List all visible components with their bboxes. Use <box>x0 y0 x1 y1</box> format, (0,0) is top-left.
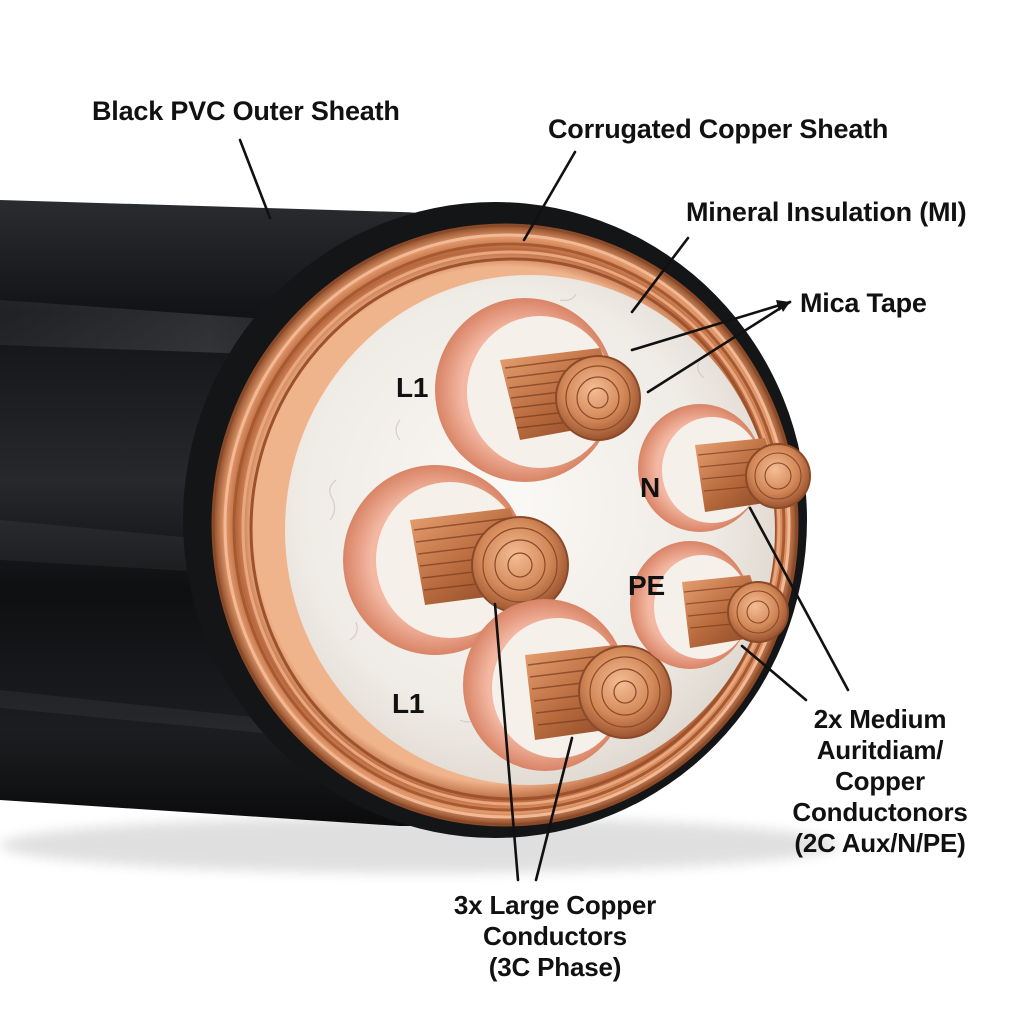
label-medium-line-4: Conductonors <box>792 797 968 827</box>
leader-outer-sheath <box>238 138 272 220</box>
label-large-line-2: Conductors <box>483 921 627 951</box>
core-mark-neutral: N <box>640 472 661 503</box>
leader-copper-sheath <box>522 150 577 242</box>
label-outer-sheath: Black PVC Outer Sheath <box>92 96 400 126</box>
label-large-line-3: (3C Phase) <box>488 952 622 982</box>
medium-conductor-earth <box>630 541 789 669</box>
leader-mica-2 <box>646 300 792 394</box>
large-conductor-lower <box>463 599 672 771</box>
medium-conductor-neutral <box>638 404 811 532</box>
label-medium-line-1: 2x Medium <box>813 704 947 734</box>
large-conductor-upper <box>435 298 641 482</box>
leader-medium-2 <box>740 644 808 702</box>
label-large-line-1: 3x Large Copper <box>453 890 657 920</box>
leader-arrowheads <box>776 300 790 312</box>
label-copper-sheath: Corrugated Copper Sheath <box>548 114 889 144</box>
label-mica-tape: Mica Tape <box>800 288 927 318</box>
leader-medium-1 <box>748 506 850 692</box>
leader-lines <box>238 138 850 882</box>
label-medium-line-3: Copper <box>835 766 925 796</box>
label-medium-conductors: 2x Medium Auritdiam/ Copper Conductonors… <box>782 704 978 859</box>
core-mark-l1-lower: L1 <box>392 688 425 719</box>
label-mineral-insulation: Mineral Insulation (MI) <box>686 197 967 227</box>
leader-large-1 <box>493 602 520 882</box>
label-large-conductors: 3x Large Copper Conductors (3C Phase) <box>430 890 680 983</box>
label-medium-line-5: (2C Aux/N/PE) <box>794 828 966 858</box>
leader-mineral <box>630 236 690 314</box>
leader-large-2 <box>534 736 574 882</box>
leader-mica-1 <box>630 300 792 352</box>
label-medium-line-2: Auritdiam/ <box>816 735 944 765</box>
cable-shadow <box>0 817 840 873</box>
core-mark-l1-upper: L1 <box>396 372 429 403</box>
core-mark-earth: PE <box>628 570 665 601</box>
